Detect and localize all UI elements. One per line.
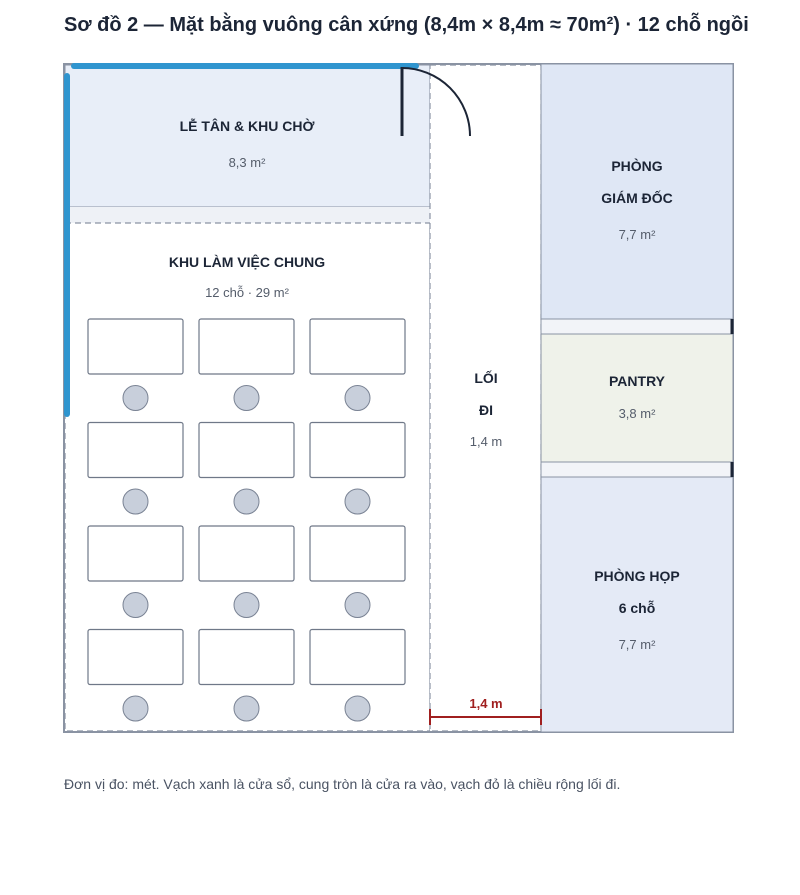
workspace-capacity: 12 chỗ · 29 m² bbox=[205, 285, 289, 300]
door-swing-icon[interactable] bbox=[400, 67, 471, 137]
reception-name: LỄ TÂN & KHU CHỜ bbox=[180, 117, 315, 134]
desk[interactable] bbox=[87, 318, 184, 375]
desk[interactable] bbox=[87, 628, 184, 686]
corridor-width: 1,4 m bbox=[470, 434, 503, 449]
chair-icon[interactable] bbox=[233, 695, 260, 722]
corridor-dimension-label: 1,4 m bbox=[469, 696, 502, 711]
desk[interactable] bbox=[198, 421, 295, 479]
chair-icon[interactable] bbox=[233, 488, 260, 515]
room-director[interactable] bbox=[540, 63, 734, 320]
room-meeting[interactable] bbox=[540, 476, 734, 733]
desk[interactable] bbox=[309, 318, 406, 375]
chair-icon[interactable] bbox=[233, 592, 260, 618]
corridor-name-line1: LỐI bbox=[474, 369, 497, 386]
director-area: 7,7 m² bbox=[619, 227, 657, 242]
workstation-grid bbox=[87, 318, 406, 722]
corridor bbox=[429, 64, 542, 732]
chair-icon[interactable] bbox=[122, 488, 149, 515]
desk[interactable] bbox=[309, 421, 406, 479]
page-title: Sơ đồ 2 — Mặt bằng vuông cân xứng (8,4m … bbox=[64, 14, 749, 36]
reception-area: 8,3 m² bbox=[229, 155, 267, 170]
desk[interactable] bbox=[198, 318, 295, 375]
chair-icon[interactable] bbox=[122, 695, 149, 722]
floor-plan: LỄ TÂN & KHU CHỜ 8,3 m² KHU LÀM VIỆC CHU… bbox=[63, 63, 734, 733]
chair-icon[interactable] bbox=[344, 385, 371, 411]
chair-icon[interactable] bbox=[344, 488, 371, 515]
meeting-name-line2: 6 chỗ bbox=[619, 600, 656, 616]
desk[interactable] bbox=[87, 525, 184, 582]
partition-strip bbox=[540, 318, 734, 335]
chair-icon[interactable] bbox=[344, 695, 371, 722]
pantry-name: PANTRY bbox=[609, 373, 666, 389]
room-reception[interactable] bbox=[64, 64, 431, 208]
meeting-area: 7,7 m² bbox=[619, 637, 657, 652]
desk[interactable] bbox=[87, 421, 184, 479]
desk[interactable] bbox=[198, 628, 295, 686]
dimension-arrow-icon bbox=[429, 709, 542, 725]
desk[interactable] bbox=[309, 628, 406, 686]
chair-icon[interactable] bbox=[122, 592, 149, 618]
director-name-line1: PHÒNG bbox=[611, 157, 662, 174]
chair-icon[interactable] bbox=[233, 385, 260, 411]
workspace-name: KHU LÀM VIỆC CHUNG bbox=[169, 253, 325, 270]
director-name-line2: GIÁM ĐỐC bbox=[601, 189, 673, 206]
chair-icon[interactable] bbox=[344, 592, 371, 618]
partition-strip bbox=[540, 461, 734, 478]
pantry-area: 3,8 m² bbox=[619, 406, 657, 421]
legend-note: Đơn vị đo: mét. Vạch xanh là cửa sổ, cun… bbox=[64, 776, 621, 792]
desk[interactable] bbox=[309, 525, 406, 582]
desk[interactable] bbox=[198, 525, 295, 582]
corridor-name-line2: ĐI bbox=[479, 402, 493, 418]
partition-strip bbox=[65, 207, 430, 223]
meeting-name-line1: PHÒNG HỌP bbox=[594, 567, 680, 584]
room-pantry[interactable] bbox=[540, 333, 734, 463]
chair-icon[interactable] bbox=[122, 385, 149, 411]
